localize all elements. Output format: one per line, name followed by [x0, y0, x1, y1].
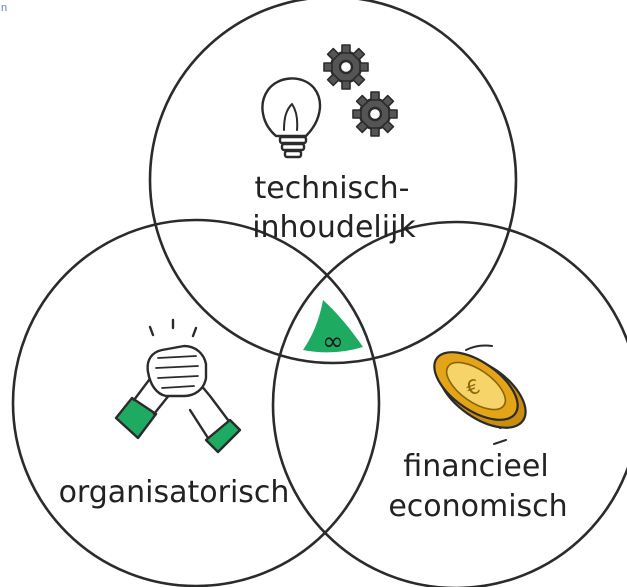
lightbulb-icon [261, 77, 322, 159]
infinity-icon: ∞ [322, 327, 344, 357]
handshake-icon [114, 318, 242, 454]
right-circle-label-line1: financieel [403, 449, 548, 484]
corner-mark: n [1, 2, 7, 14]
lightbulb-gears-icon [261, 44, 398, 159]
center-intersection-highlight [303, 300, 363, 353]
left-circle-label: organisatorisch [59, 475, 290, 510]
top-circle-label-line1: technisch- [254, 171, 409, 206]
circle-left [11, 218, 381, 587]
circle-top [148, 0, 518, 365]
gear-icon [352, 91, 398, 137]
right-circle-label-line2: economisch [388, 489, 567, 524]
top-circle-label-line2: inhoudelijk [252, 210, 416, 245]
euro-coin-icon: € [433, 344, 527, 445]
gear-icon [323, 44, 369, 90]
circle-right [271, 220, 627, 587]
